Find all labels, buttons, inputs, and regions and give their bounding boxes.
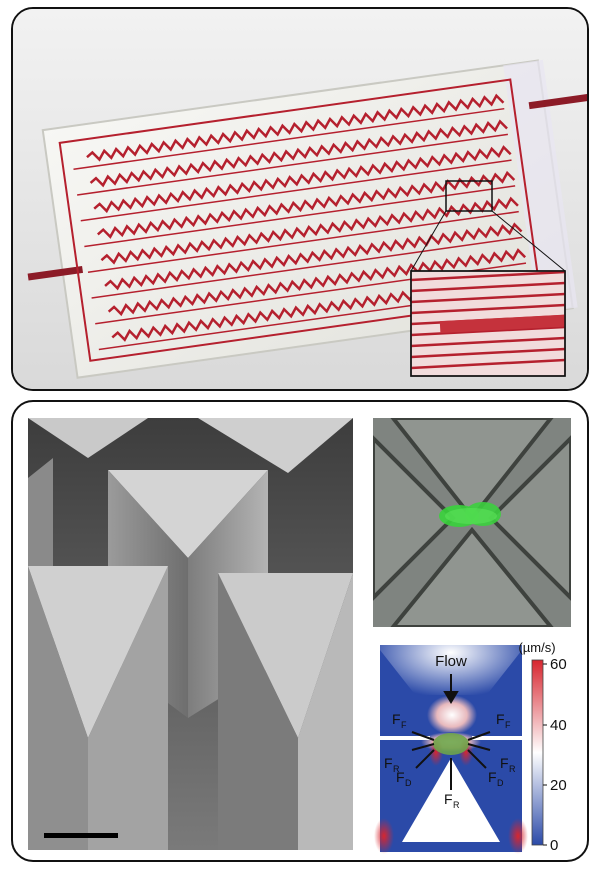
force-fr-right: F R: [500, 755, 516, 774]
force-fr-bottom: F R: [444, 791, 460, 810]
colorbar-tick-20: 20: [550, 777, 567, 794]
colorbar-unit: (µm/s): [518, 640, 555, 655]
svg-text:R: R: [509, 764, 516, 774]
colorbar-tick-60: 60: [550, 656, 567, 673]
channel-row: [93, 145, 512, 214]
microfluidic-chip-photo: [13, 9, 587, 389]
svg-text:F: F: [496, 711, 505, 727]
channel-row: [89, 119, 508, 188]
svg-text:F: F: [396, 769, 405, 785]
channel-line: [73, 107, 505, 170]
colorbar: [531, 659, 544, 846]
inset-channel-line: [410, 303, 566, 315]
svg-text:F: F: [505, 720, 511, 730]
captured-cell-cluster: [439, 502, 501, 527]
svg-text:D: D: [497, 778, 504, 788]
inset-channel-line: [410, 270, 566, 282]
force-fr-left: F R: [384, 755, 400, 774]
svg-text:F: F: [401, 720, 407, 730]
svg-text:F: F: [392, 711, 401, 727]
channel-line: [84, 185, 516, 248]
scale-bar: [44, 833, 118, 838]
inset-channel-line: [410, 292, 566, 304]
cell-shape: [433, 733, 469, 755]
channel-row: [86, 93, 505, 162]
svg-text:R: R: [393, 764, 400, 774]
svg-text:R: R: [453, 800, 460, 810]
svg-text:F: F: [500, 755, 509, 771]
inset-channel-line: [410, 281, 566, 293]
svg-text:F: F: [444, 791, 453, 807]
channel-line: [77, 133, 509, 196]
inset-channel-line: [410, 347, 566, 359]
svg-text:F: F: [488, 769, 497, 785]
inset-channel-line: [410, 325, 566, 337]
channel-row: [96, 170, 516, 239]
fluorescence-micrograph: [373, 418, 571, 627]
inset-channel-line: [410, 358, 566, 370]
channel-line: [87, 210, 519, 273]
channel-row: [100, 196, 519, 265]
inset-channel-line: [410, 336, 566, 348]
force-fd-right: F D: [488, 769, 504, 788]
inset-main-channel: [439, 314, 566, 334]
channel-line: [91, 236, 523, 299]
inset-zoom: [410, 270, 566, 377]
force-ff-right: F F: [496, 711, 511, 730]
flow-simulation-heatmap: Flow F F F F F R F D F R F D F R (µm/s) …: [374, 640, 567, 854]
svg-text:D: D: [405, 778, 412, 788]
force-fd-left: F D: [396, 769, 412, 788]
colorbar-tick-40: 40: [550, 717, 567, 734]
svg-text:F: F: [384, 755, 393, 771]
flow-label: Flow: [435, 653, 467, 670]
sem-micrograph: [28, 418, 353, 850]
channel-line: [80, 159, 512, 222]
colorbar-tick-0: 0: [550, 837, 558, 854]
channel-row: [107, 248, 527, 317]
force-ff-left: F F: [392, 711, 407, 730]
zoom-region-box: [445, 180, 493, 212]
channel-row: [104, 222, 523, 291]
